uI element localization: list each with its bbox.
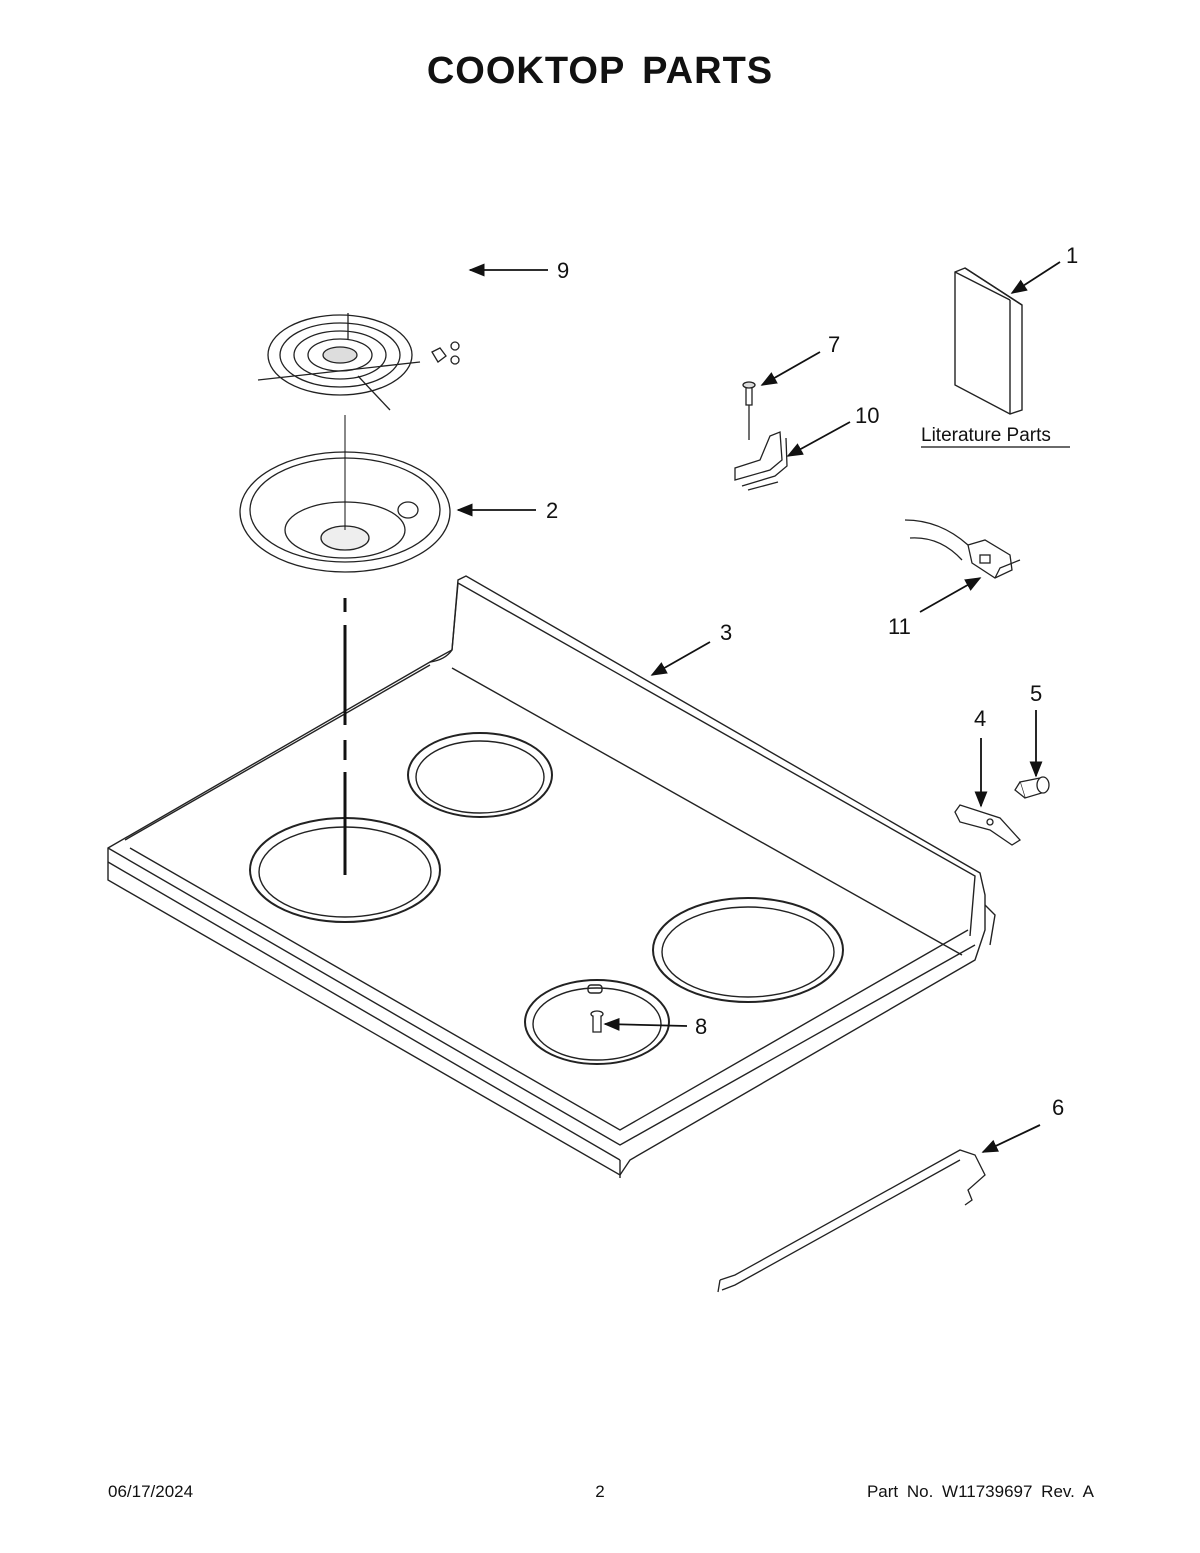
mounting-screw bbox=[1014, 776, 1050, 799]
footer-date: 06/17/2024 bbox=[108, 1482, 194, 1501]
callout-6: 6 bbox=[1052, 1095, 1064, 1120]
footer-part-number: Part No. W11739697 Rev. A bbox=[866, 1482, 1094, 1501]
leader-lines bbox=[456, 261, 1061, 1153]
wiring-harness bbox=[904, 519, 1021, 579]
cooktop-panel bbox=[107, 575, 996, 1178]
callout-4: 4 bbox=[974, 706, 986, 731]
drip-bowl bbox=[239, 451, 451, 573]
callout-8: 8 bbox=[695, 1014, 707, 1039]
mounting-clip bbox=[954, 804, 1022, 846]
callout-7: 7 bbox=[828, 332, 840, 357]
callout-5: 5 bbox=[1030, 681, 1042, 706]
footer-page-number: 2 bbox=[595, 1482, 605, 1501]
callout-10: 10 bbox=[855, 403, 879, 428]
callout-1: 1 bbox=[1066, 243, 1078, 268]
element-screw bbox=[590, 1010, 604, 1033]
terminal-bracket bbox=[734, 431, 788, 491]
literature-card bbox=[954, 267, 1023, 415]
support-rod bbox=[717, 1149, 986, 1293]
callout-9: 9 bbox=[557, 258, 569, 283]
callout-11: 11 bbox=[888, 614, 911, 639]
surface-element bbox=[257, 313, 460, 411]
callout-2: 2 bbox=[546, 498, 558, 523]
bracket-screw bbox=[742, 381, 756, 440]
literature-parts-label: Literature Parts bbox=[921, 425, 1051, 446]
page-title: COOKTOP PARTS bbox=[426, 50, 774, 92]
callout-3: 3 bbox=[720, 620, 732, 645]
